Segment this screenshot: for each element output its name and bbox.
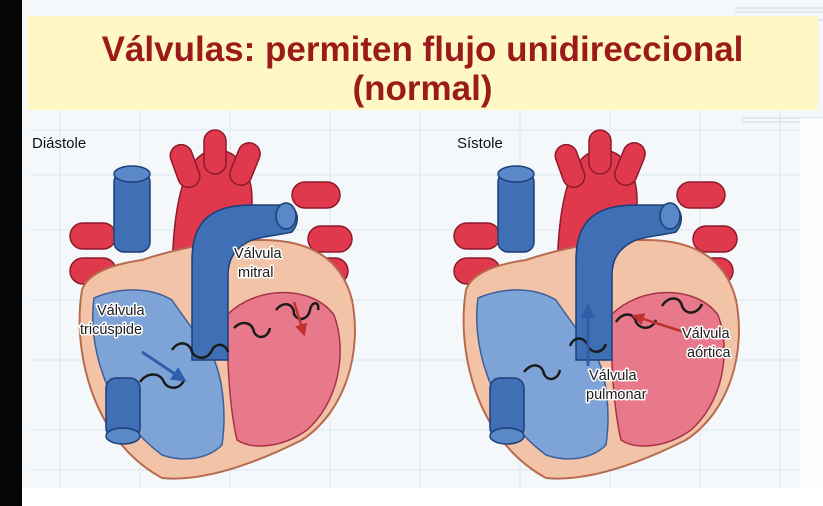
aortic-label-line-2: aórtica [687,345,731,361]
tricuspid-label-line-2: tricúspide [80,322,142,338]
bottom-edge-strip [22,488,823,506]
pulmonary-label-line-2: pulmonar [586,387,647,403]
diastole-heading: Diástole [32,135,86,152]
aortic-label-line-1: Válvula [682,326,730,342]
pulmonary-label-line-1: Válvula [589,368,637,384]
title-line-2: (normal) [27,69,818,109]
diastole-superior-vena-cava [114,172,150,252]
left-black-bar [0,0,22,506]
title-line-1: Válvulas: permiten flujo unidireccional [27,30,818,70]
systole-heading: Sístole [457,135,503,152]
mitral-label-line-1: Válvula [234,246,282,262]
heart-valves-diagram: Diástole Sístole Válvula mitral Válvula … [22,110,823,488]
title-banner: Válvulas: permiten flujo unidireccional … [27,16,818,110]
systole-superior-vena-cava [498,172,534,252]
systole-heart-illustration [454,130,739,479]
tricuspid-label-line-1: Válvula [97,303,145,319]
mitral-label-line-2: mitral [238,265,273,281]
